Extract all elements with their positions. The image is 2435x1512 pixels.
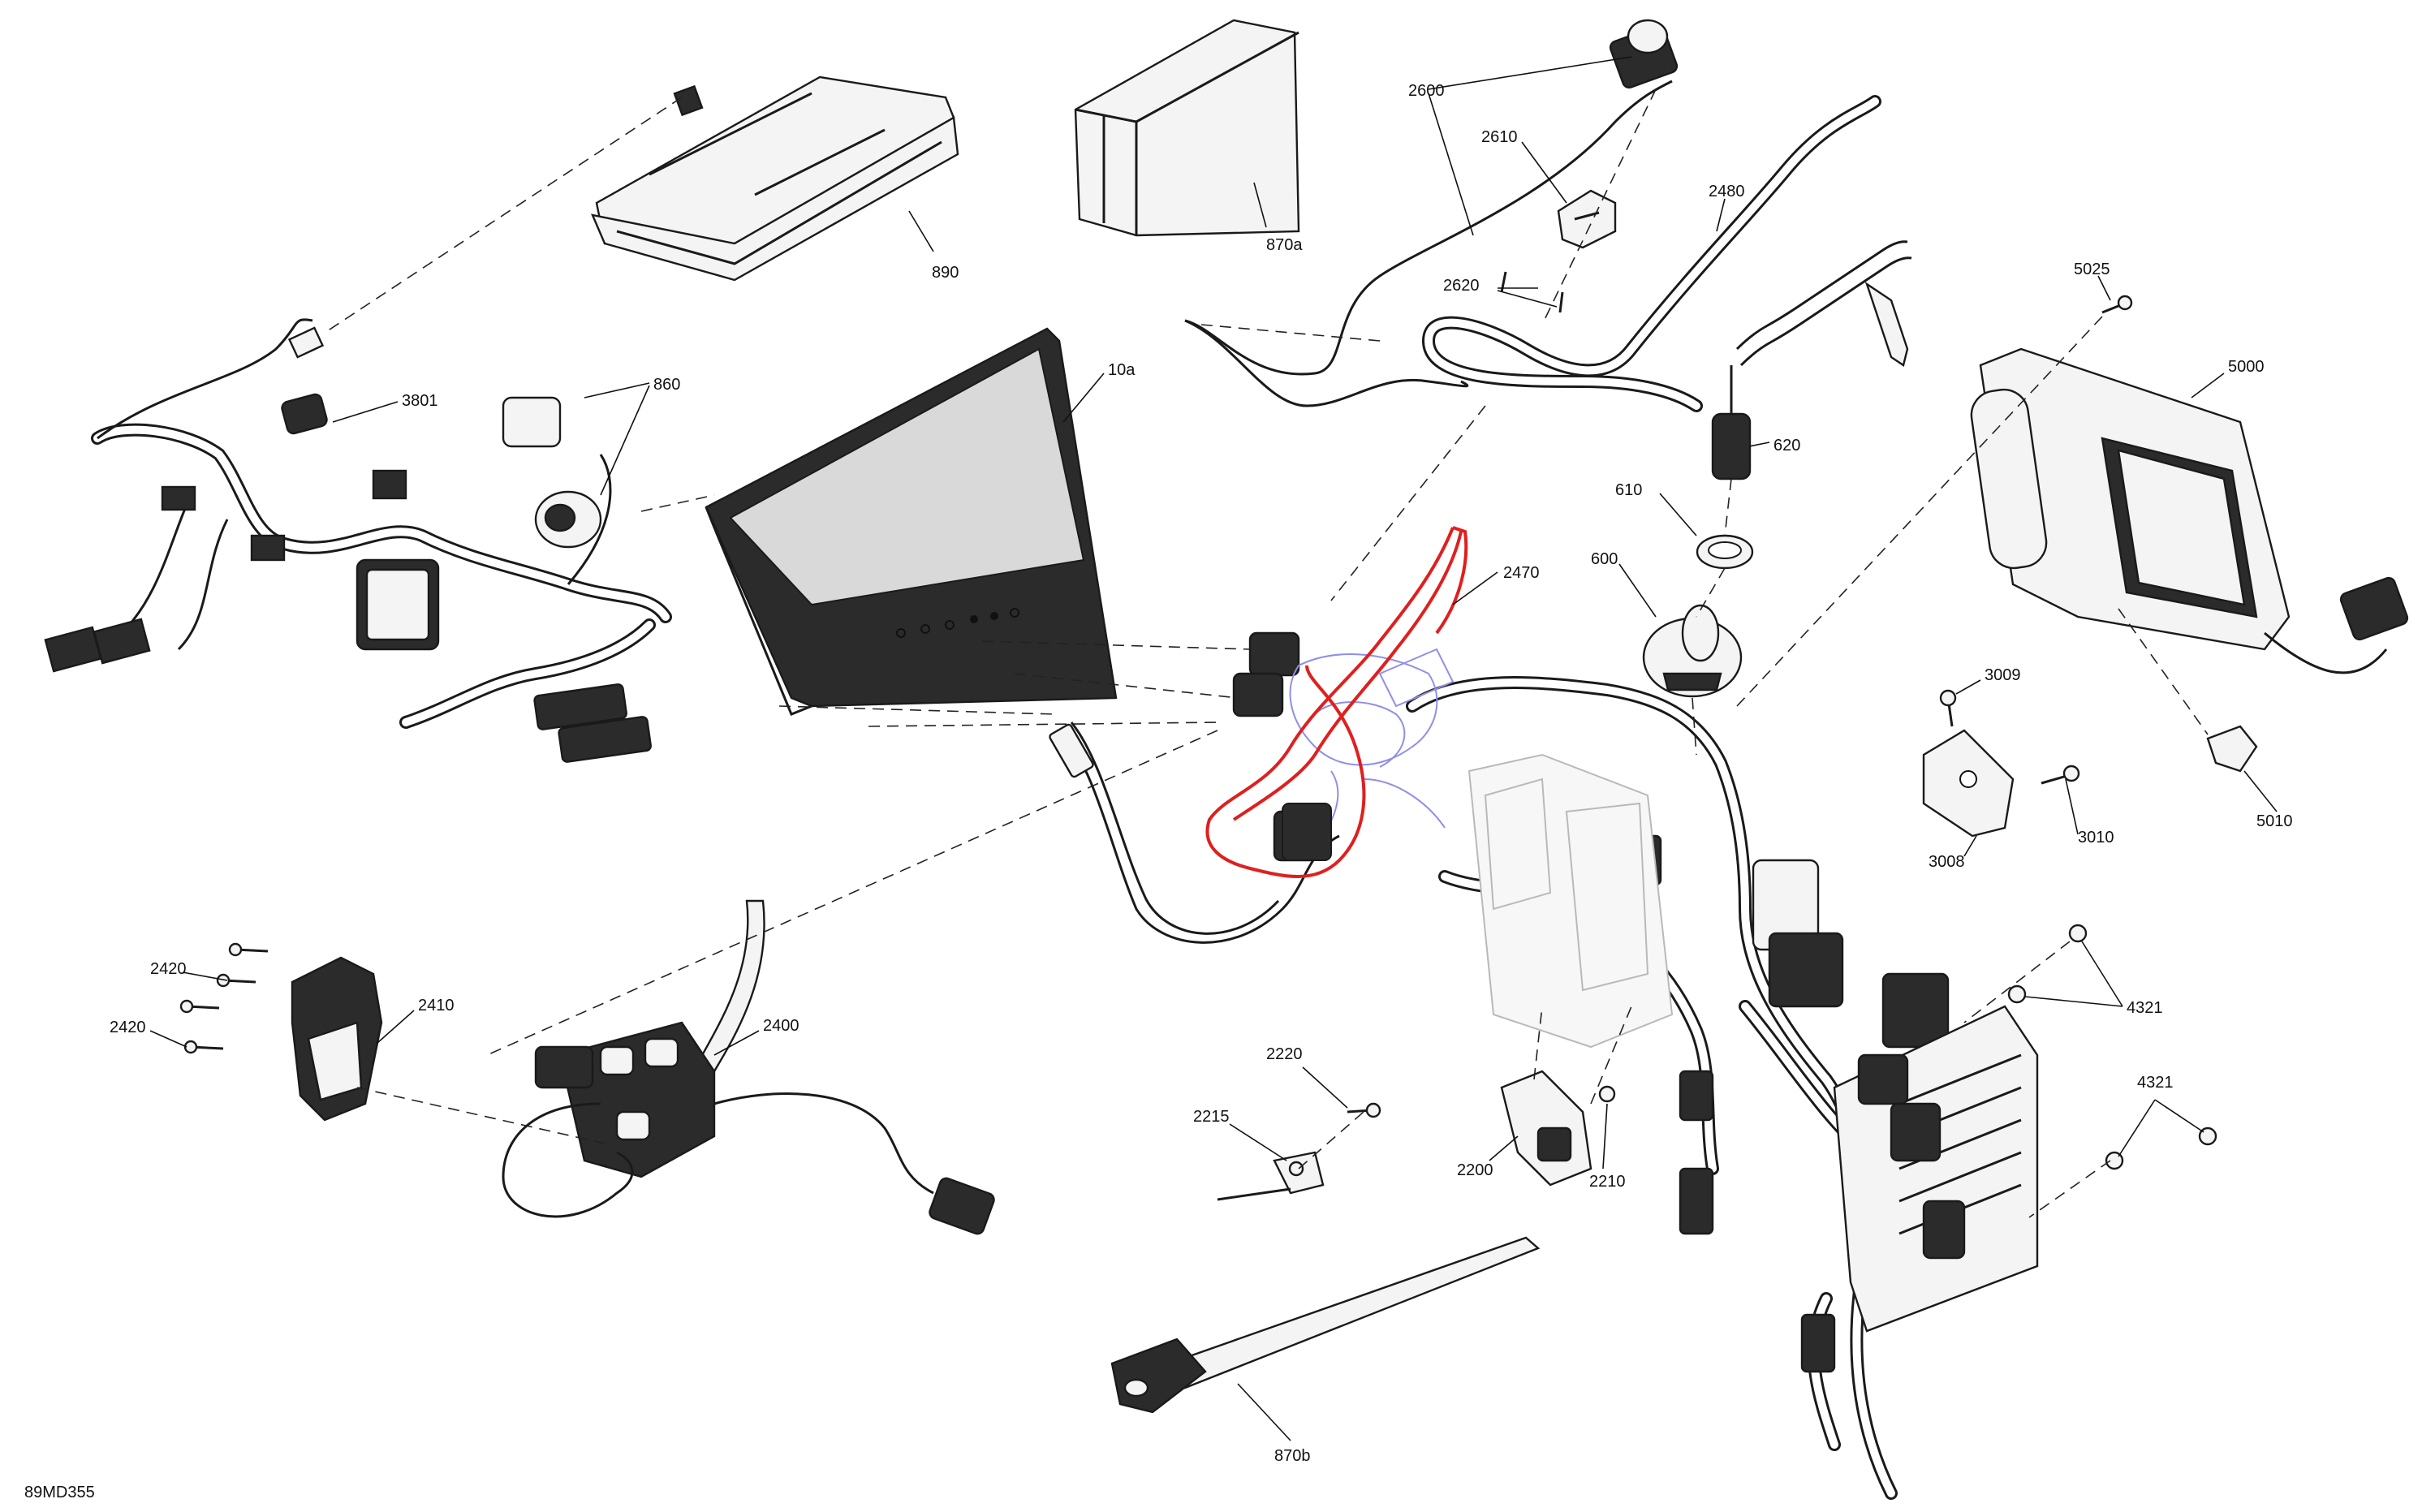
label-870b: 870b [1274, 1447, 1311, 1465]
callout-labels: 890 870a 2600 2610 2620 2480 5025 5000 3… [24, 82, 2293, 1501]
part-3009-screw [1939, 689, 1957, 727]
label-600: 600 [1591, 550, 1618, 568]
part-2215-pin [1217, 1151, 1325, 1201]
part-3008-bracket [1922, 729, 2015, 838]
part-2400-switch-pod [502, 899, 995, 1235]
label-610: 610 [1615, 481, 1642, 499]
label-4321-lower: 4321 [2137, 1074, 2174, 1092]
part-5000-module [1970, 347, 2409, 674]
label-2620: 2620 [1443, 277, 1480, 295]
part-2210-nut [1598, 1085, 1616, 1103]
label-2220: 2220 [1266, 1045, 1303, 1063]
label-2480: 2480 [1709, 183, 1745, 200]
drawing-code: 89MD355 [24, 1484, 95, 1501]
assembly-lines [324, 88, 2209, 1218]
part-5025-screw [2101, 295, 2133, 314]
part-3010-screw [2041, 765, 2080, 785]
part-2420-screws [179, 942, 269, 1054]
part-5010-clip [2206, 725, 2258, 773]
label-2420-top: 2420 [150, 960, 187, 978]
part-4321-nuts [2007, 924, 2217, 1170]
label-5010: 5010 [2256, 812, 2293, 830]
part-2410-cover [291, 956, 383, 1122]
leader-lines [149, 56, 2278, 1441]
label-2420-bottom: 2420 [110, 1019, 146, 1036]
ghost-components [1467, 753, 1674, 1049]
part-2200-bracket [1500, 1070, 1592, 1187]
label-3008: 3008 [1929, 853, 1965, 871]
part-620-coiled-tether [1711, 240, 1912, 480]
label-620: 620 [1773, 437, 1800, 454]
label-890: 890 [932, 264, 959, 282]
label-2610: 2610 [1481, 128, 1518, 146]
label-3009: 3009 [1985, 666, 2021, 684]
part-2470-highlighted-cable [1205, 526, 1468, 878]
label-2200: 2200 [1457, 1161, 1493, 1179]
label-5000: 5000 [2228, 358, 2265, 376]
part-10a-display [705, 327, 1118, 716]
part-600-knob [1642, 604, 1743, 698]
part-890-cover [590, 75, 959, 282]
label-2410: 2410 [418, 997, 455, 1014]
part-left-harness [44, 318, 672, 763]
label-3010: 3010 [2078, 829, 2114, 846]
part-2480-cable [1421, 95, 1881, 412]
display-button-row [896, 608, 1019, 638]
label-870a: 870a [1266, 236, 1303, 254]
part-2220-screw [1347, 1102, 1381, 1118]
label-3801: 3801 [402, 392, 438, 410]
label-860: 860 [653, 376, 680, 394]
label-10a: 10a [1108, 361, 1136, 379]
label-4321-upper: 4321 [2127, 999, 2163, 1017]
label-2600: 2600 [1408, 82, 1445, 100]
label-2210: 2210 [1589, 1173, 1626, 1191]
part-2600-switch-cable [1184, 19, 1679, 407]
part-870b-cable-tie [1110, 1236, 1541, 1414]
part-870a-foam-block [1074, 19, 1300, 237]
label-2400: 2400 [763, 1017, 799, 1035]
label-2470: 2470 [1503, 564, 1540, 582]
label-2215: 2215 [1193, 1108, 1230, 1126]
part-610-ring [1696, 534, 1754, 570]
label-5025: 5025 [2074, 261, 2110, 278]
